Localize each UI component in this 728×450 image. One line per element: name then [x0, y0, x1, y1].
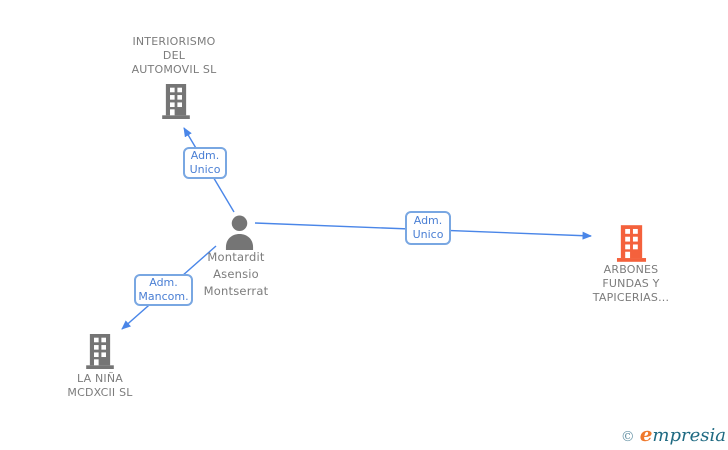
company-name-line: INTERIORISMO: [132, 35, 216, 48]
edge-label-line: Unico: [412, 228, 444, 241]
company-name[interactable]: LA NIÑA MCDXCII SL: [35, 372, 165, 400]
edge-label-adm-mancom: Adm. Mancom.: [134, 274, 193, 306]
copyright-icon: ©: [620, 429, 635, 445]
edge-label-line: Adm.: [190, 149, 220, 162]
company-name-line: DEL: [162, 49, 186, 62]
company-name-line: FUNDAS Y: [602, 277, 660, 290]
person-name-line: Montardit: [207, 250, 265, 264]
brand-text: mpresia: [652, 425, 726, 446]
company-name-line: TAPICERIAS...: [592, 291, 670, 304]
empresia-logo[interactable]: © e mpresia: [621, 422, 726, 446]
brand-initial: e: [639, 422, 653, 446]
building-icon[interactable]: [85, 334, 115, 373]
company-name-line: MCDXCII SL: [67, 386, 133, 399]
person-name[interactable]: Montardit Asensio Montserrat: [171, 249, 301, 300]
company-name-line: ARBONES: [603, 263, 659, 276]
person-name-line: Asensio: [213, 267, 259, 281]
edge-label-line: Adm.: [413, 214, 443, 227]
edge-label-line: Unico: [189, 163, 221, 176]
person-name-line: Montserrat: [203, 284, 269, 298]
company-name-line: LA NIÑA: [76, 372, 124, 385]
edge-label-adm-unico-top: Adm. Unico: [183, 147, 227, 179]
edge-label-line: Adm.: [149, 276, 178, 289]
company-name[interactable]: INTERIORISMO DEL AUTOMOVIL SL: [109, 35, 239, 77]
building-icon[interactable]: [616, 224, 647, 267]
building-icon[interactable]: [161, 84, 191, 123]
edge-label-adm-unico-right: Adm. Unico: [405, 211, 451, 245]
company-name-line: AUTOMOVIL SL: [131, 63, 217, 76]
edge-label-line: Mancom.: [138, 290, 189, 303]
company-name[interactable]: ARBONES FUNDAS Y TAPICERIAS...: [566, 263, 696, 305]
